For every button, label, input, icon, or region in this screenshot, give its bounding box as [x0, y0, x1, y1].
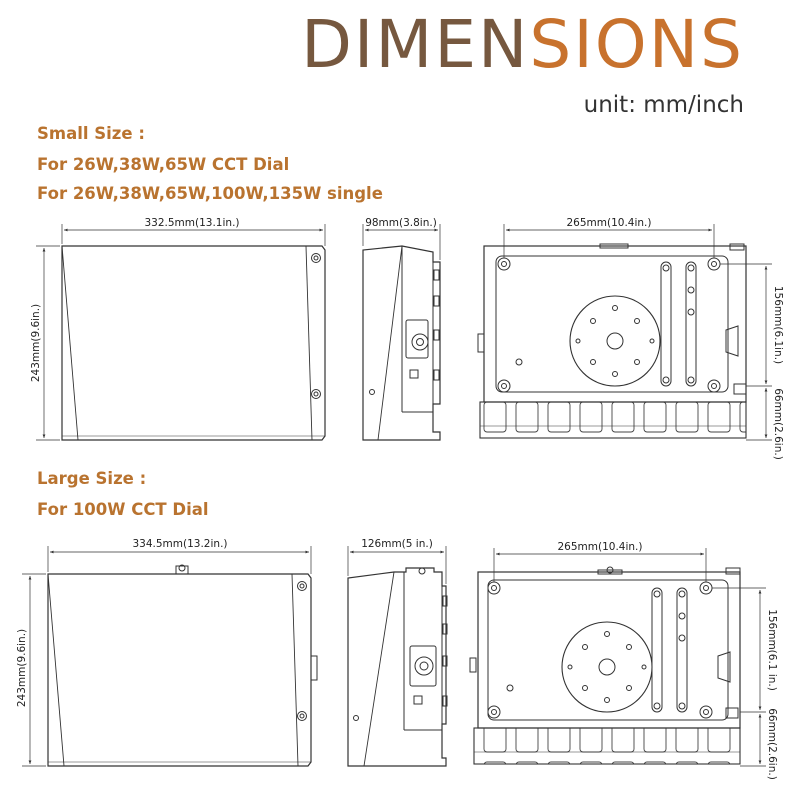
small-side-view — [362, 245, 441, 441]
large-side-view — [347, 567, 477, 767]
large-mount-width-label: 265mm(10.4in.) — [558, 541, 643, 553]
page-title: DIMENSIONS — [301, 12, 744, 78]
small-width-dimension — [61, 224, 326, 246]
large-mount-width-dimension — [493, 548, 707, 582]
large-mount-height-dimension — [712, 587, 766, 767]
small-width-label: 332.5mm(13.1in.) — [145, 217, 240, 229]
large-size-heading: Large Size : — [37, 469, 147, 488]
unit-label: unit: mm/inch — [583, 92, 744, 118]
small-depth-dimension — [362, 224, 441, 260]
small-front-view — [61, 245, 326, 441]
small-size-heading: Small Size : — [37, 124, 145, 143]
small-size-line-1: For 26W,38W,65W CCT Dial — [37, 155, 290, 174]
small-fin-height-label: 66mm(2.6in.) — [772, 388, 784, 460]
large-mount-height-label: 156mm(6.1 in.) — [766, 609, 778, 691]
large-width-label: 334.5mm(13.2in.) — [133, 538, 228, 550]
title-part-dark: DIMEN — [301, 6, 530, 83]
large-height-dimension — [22, 573, 46, 767]
small-mount-width-dimension — [503, 224, 715, 258]
small-size-line-2: For 26W,38W,65W,100W,135W single — [37, 184, 383, 203]
small-mount-width-label: 265mm(10.4in.) — [567, 217, 652, 229]
large-depth-label: 126mm(5 in.) — [361, 538, 433, 550]
small-back-view — [477, 243, 747, 439]
small-mount-height-dimension — [720, 263, 772, 441]
small-depth-label: 98mm(3.8in.) — [365, 217, 437, 229]
large-back-view — [473, 566, 741, 765]
large-front-view — [47, 564, 318, 767]
small-height-label: 243mm(9.6in.) — [30, 304, 42, 382]
small-mount-height-label: 156mm(6.1in.) — [772, 286, 784, 364]
large-height-label: 243mm(9.6in.) — [16, 629, 28, 707]
title-part-orange: SIONS — [529, 6, 744, 83]
large-fin-height-label: 66mm(2.6in.) — [766, 708, 778, 780]
large-width-dimension — [47, 546, 312, 574]
large-size-line-1: For 100W CCT Dial — [37, 500, 209, 519]
small-height-dimension — [36, 245, 60, 441]
large-depth-dimension — [347, 546, 447, 584]
